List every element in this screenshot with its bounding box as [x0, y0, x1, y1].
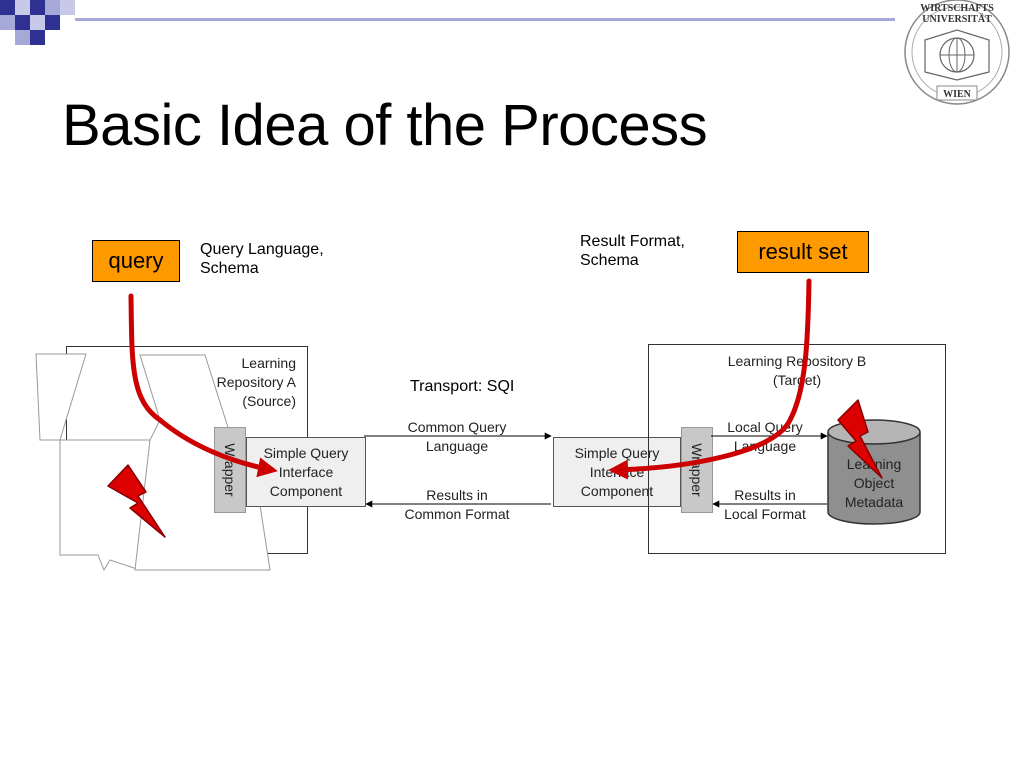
sqi-b-line3: Component	[580, 482, 654, 499]
query-note-line2: Schema	[200, 260, 259, 277]
result-set-box: result set	[737, 231, 869, 273]
query-label: query	[108, 248, 164, 273]
query-flow-arrow	[128, 293, 278, 478]
results-local-label: Results in Local Format	[705, 486, 825, 524]
results-local-line1: Results in	[734, 487, 796, 503]
transport-label: Transport: SQI	[410, 378, 515, 395]
repository-b-line2: (Target)	[772, 372, 822, 388]
common-query-label: Common Query Language	[382, 418, 532, 456]
repository-b	[648, 344, 946, 554]
repository-a-label: Learning Repository A (Source)	[190, 354, 296, 411]
sqi-a-line2: Interface	[278, 463, 334, 480]
repository-a-line2: Repository A	[216, 374, 296, 390]
query-note-line1: Query Language,	[200, 241, 324, 258]
sqi-b-line1: Simple Query	[574, 444, 660, 461]
results-local-line2: Local Format	[724, 506, 806, 522]
header-rule	[75, 18, 895, 21]
results-common-line1: Results in	[426, 487, 488, 503]
svg-text:WIEN: WIEN	[943, 89, 972, 100]
result-flow-arrow	[608, 278, 812, 480]
wrapper-b: Wrapper	[681, 427, 713, 513]
results-common-label: Results in Common Format	[382, 486, 532, 524]
sqi-a-line3: Component	[269, 482, 343, 499]
metadata-line2: Object	[853, 475, 895, 491]
slide-title: Basic Idea of the Process	[62, 93, 708, 158]
repository-a-line3: (Source)	[242, 393, 296, 409]
query-box: query	[92, 240, 180, 282]
repository-b-line1: Learning Repository B	[727, 353, 867, 369]
university-seal-icon: WIRTSCHAFTS UNIVERSITÄT WIEN	[895, 0, 1024, 115]
svg-text:WIRTSCHAFTS: WIRTSCHAFTS	[920, 3, 994, 14]
lightning-bolt-icon	[837, 399, 883, 479]
svg-text:UNIVERSITÄT: UNIVERSITÄT	[922, 12, 992, 25]
lightning-bolt-icon	[107, 464, 166, 538]
query-note: Query Language, Schema	[200, 240, 324, 278]
repository-b-label: Learning Repository B (Target)	[690, 352, 904, 390]
common-query-line1: Common Query	[407, 419, 507, 435]
result-note: Result Format, Schema	[580, 232, 685, 270]
result-note-line2: Schema	[580, 252, 639, 269]
wrapper-a: Wrapper	[214, 427, 246, 513]
results-common-line2: Common Format	[404, 506, 510, 522]
result-note-line1: Result Format,	[580, 233, 685, 250]
metadata-line3: Metadata	[844, 494, 904, 510]
corner-decoration	[0, 0, 80, 50]
sqi-a-line1: Simple Query	[263, 444, 349, 461]
common-query-line2: Language	[425, 438, 489, 454]
result-set-label: result set	[758, 239, 848, 264]
repository-a-line1: Learning	[241, 355, 297, 371]
